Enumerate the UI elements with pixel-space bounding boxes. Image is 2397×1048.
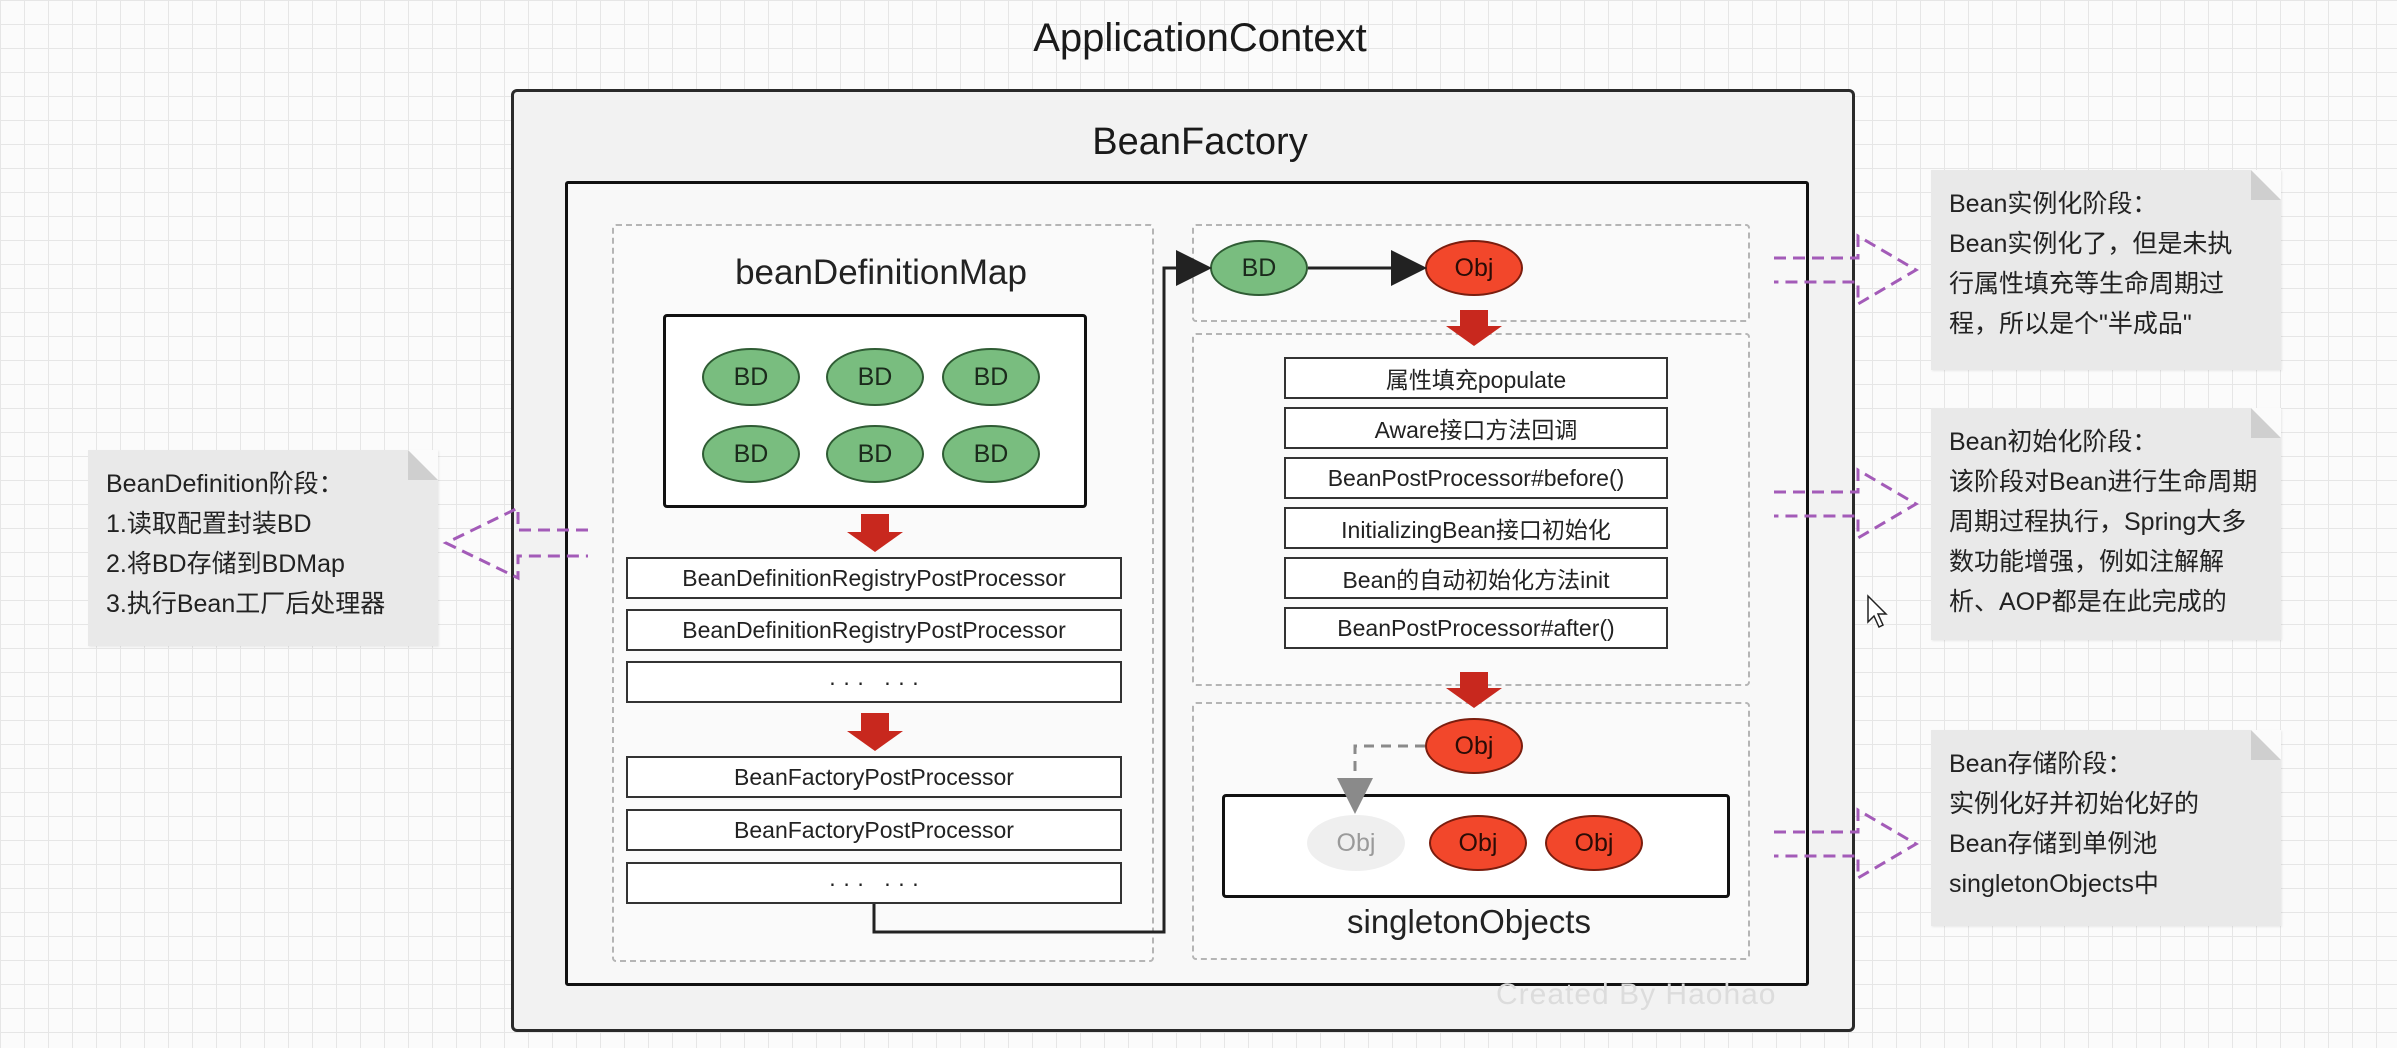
mouse-cursor-icon [1867, 594, 1888, 629]
note-line: Bean存储阶段： [1949, 750, 2133, 778]
store-connector [1337, 744, 1425, 814]
singleton-pool-box [1222, 794, 1730, 898]
red-arrow-icon [847, 514, 903, 552]
pool-obj-placeholder: Obj [1307, 815, 1405, 871]
bd-item: BD [826, 348, 924, 406]
red-arrow-icon [1446, 310, 1502, 346]
note-line: 程，所以是个"半成品" [1949, 310, 2192, 338]
note-initialization: Bean初始化阶段： 该阶段对Bean进行生命周期 周期过程执行，Spring大… [1931, 408, 2281, 640]
bd-item: BD [942, 348, 1040, 406]
factory-post-processor: BeanFactoryPostProcessor [626, 756, 1122, 798]
factory-post-processor-more: · · · · · · [626, 862, 1122, 904]
right-outline-arrow-icon [1774, 807, 1919, 881]
note-line: Bean实例化了，但是未执 [1949, 230, 2233, 258]
watermark: Created By Haohao [1496, 978, 1777, 1011]
note-fold [408, 450, 438, 480]
red-arrow-icon [1446, 672, 1502, 708]
note-line: 该阶段对Bean进行生命周期 [1949, 468, 2258, 496]
note-line: 1.读取配置封装BD [106, 510, 312, 538]
lifecycle-step: 属性填充populate [1284, 357, 1668, 399]
note-fold [2251, 170, 2281, 200]
lifecycle-step: Aware接口方法回调 [1284, 407, 1668, 449]
singleton-objects-title: singletonObjects [1347, 903, 1591, 940]
note-fold [2251, 730, 2281, 760]
note-instantiation: Bean实例化阶段： Bean实例化了，但是未执 行属性填充等生命周期过 程，所… [1931, 170, 2281, 370]
instantiation-bd: BD [1210, 240, 1308, 296]
bean-factory-title: BeanFactory [1092, 121, 1308, 163]
factory-post-processor: BeanFactoryPostProcessor [626, 809, 1122, 851]
application-context-title: ApplicationContext [1033, 16, 1367, 60]
registry-post-processor: BeanDefinitionRegistryPostProcessor [626, 557, 1122, 599]
red-arrow-icon [847, 713, 903, 751]
note-line: 3.执行Bean工厂后处理器 [106, 590, 386, 618]
bd-item: BD [702, 425, 800, 483]
lifecycle-step: InitializingBean接口初始化 [1284, 507, 1668, 549]
note-line: 周期过程执行，Spring大多 [1949, 508, 2247, 536]
note-line: Bean存储到单例池 [1949, 830, 2158, 858]
note-line: 数功能增强，例如注解解 [1949, 548, 2225, 576]
note-storage: Bean存储阶段： 实例化好并初始化好的 Bean存储到单例池 singleto… [1931, 730, 2281, 926]
registry-post-processor-more: · · · · · · [626, 661, 1122, 703]
incoming-obj: Obj [1425, 718, 1523, 774]
registry-post-processor: BeanDefinitionRegistryPostProcessor [626, 609, 1122, 651]
right-outline-arrow-icon [1774, 467, 1919, 541]
lifecycle-step: Bean的自动初始化方法init [1284, 557, 1668, 599]
note-line: 实例化好并初始化好的 [1949, 790, 2200, 818]
bd-item: BD [942, 425, 1040, 483]
note-line: 2.将BD存储到BDMap [106, 550, 345, 578]
note-bean-definition: BeanDefinition阶段： 1.读取配置封装BD 2.将BD存储到BDM… [88, 450, 438, 646]
instantiation-obj: Obj [1425, 240, 1523, 296]
note-fold [2251, 408, 2281, 438]
lifecycle-step: BeanPostProcessor#before() [1284, 457, 1668, 499]
bd-item: BD [702, 348, 800, 406]
note-line: Bean初始化阶段： [1949, 428, 2158, 456]
bean-definition-map-title: beanDefinitionMap [735, 253, 1027, 292]
note-line: BeanDefinition阶段： [106, 470, 344, 498]
right-outline-arrow-icon [1774, 233, 1919, 307]
left-outline-arrow-icon [442, 505, 588, 581]
note-line: 析、AOP都是在此完成的 [1949, 588, 2227, 616]
flow-connector [872, 250, 1212, 934]
pool-obj: Obj [1545, 815, 1643, 871]
note-line: Bean实例化阶段： [1949, 190, 2158, 218]
note-line: 行属性填充等生命周期过 [1949, 270, 2225, 298]
bd-item: BD [826, 425, 924, 483]
pool-obj: Obj [1429, 815, 1527, 871]
note-line: singletonObjects中 [1949, 870, 2159, 898]
lifecycle-step: BeanPostProcessor#after() [1284, 607, 1668, 649]
